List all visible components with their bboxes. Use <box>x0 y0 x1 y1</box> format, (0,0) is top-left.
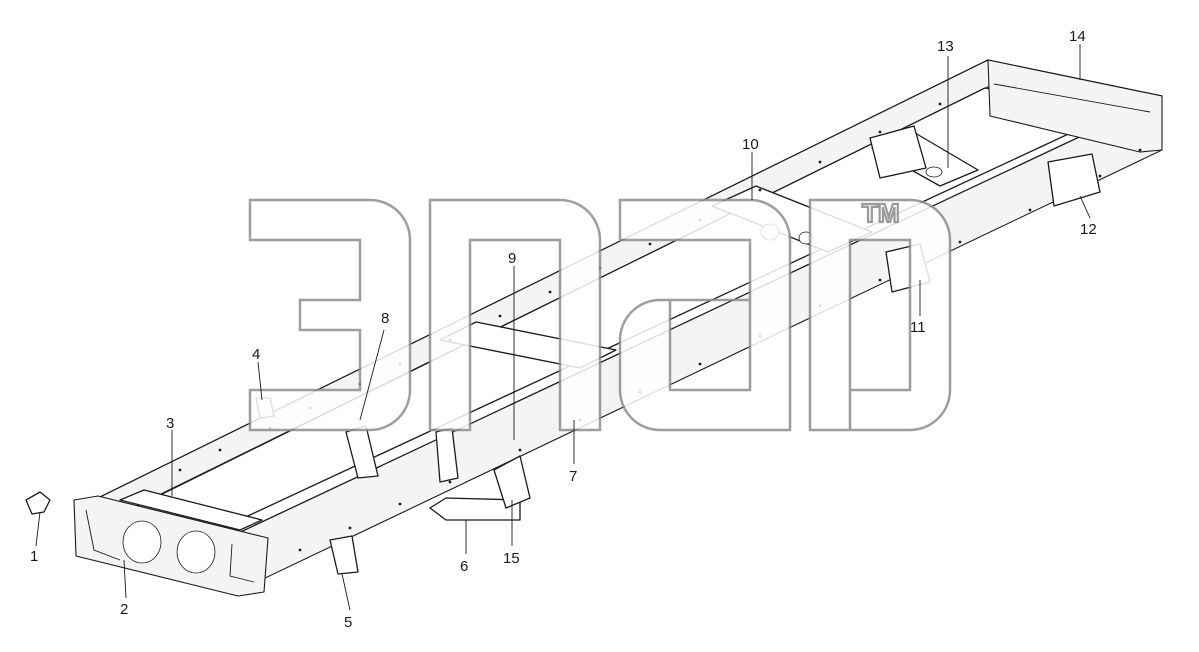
leader-8 <box>359 329 385 421</box>
bracket-12 <box>1047 153 1101 207</box>
watermark-letter-1 <box>248 198 412 432</box>
watermark-letter-2 <box>428 198 602 432</box>
leader-4 <box>257 361 263 401</box>
watermark-logo: TM <box>248 197 952 432</box>
callout-1: 1 <box>30 548 38 565</box>
bracket-6 <box>429 497 521 521</box>
callout-5: 5 <box>344 614 352 631</box>
callout-13: 13 <box>937 38 954 55</box>
spring-bracket-5 <box>329 535 359 575</box>
callout-4: 4 <box>252 346 260 363</box>
callout-15: 15 <box>503 550 520 567</box>
callout-14: 14 <box>1069 28 1086 45</box>
callout-7: 7 <box>569 468 577 485</box>
callout-9: 9 <box>508 250 516 267</box>
callout-8: 8 <box>381 310 389 327</box>
front-cross-member <box>73 495 269 597</box>
callout-12: 12 <box>1080 221 1097 238</box>
rear-cross-member <box>987 59 1163 153</box>
watermark-letter-4 <box>808 198 952 432</box>
leader-2 <box>123 559 127 599</box>
watermark-trademark: TM <box>862 198 900 228</box>
bracket-15 <box>493 455 531 509</box>
callout-numbers: 1 2 3 4 5 6 7 8 9 10 11 12 13 14 15 <box>30 28 1097 631</box>
callout-2: 2 <box>120 601 128 618</box>
leader-5 <box>341 573 351 611</box>
callout-3: 3 <box>166 415 174 432</box>
watermark-letter-3 <box>618 198 792 432</box>
callout-6: 6 <box>460 558 468 575</box>
leader-lines <box>35 44 1091 611</box>
callout-11: 11 <box>910 319 926 336</box>
tow-hook-1 <box>25 491 51 515</box>
leader-1 <box>35 511 41 547</box>
bracket-13 <box>869 125 927 179</box>
front-cross-member-hole-right <box>176 530 216 574</box>
cross-member-front-inner <box>119 489 263 531</box>
front-cross-member-hole-left <box>122 520 162 564</box>
callout-10: 10 <box>742 136 759 153</box>
leader-12 <box>1079 195 1091 219</box>
